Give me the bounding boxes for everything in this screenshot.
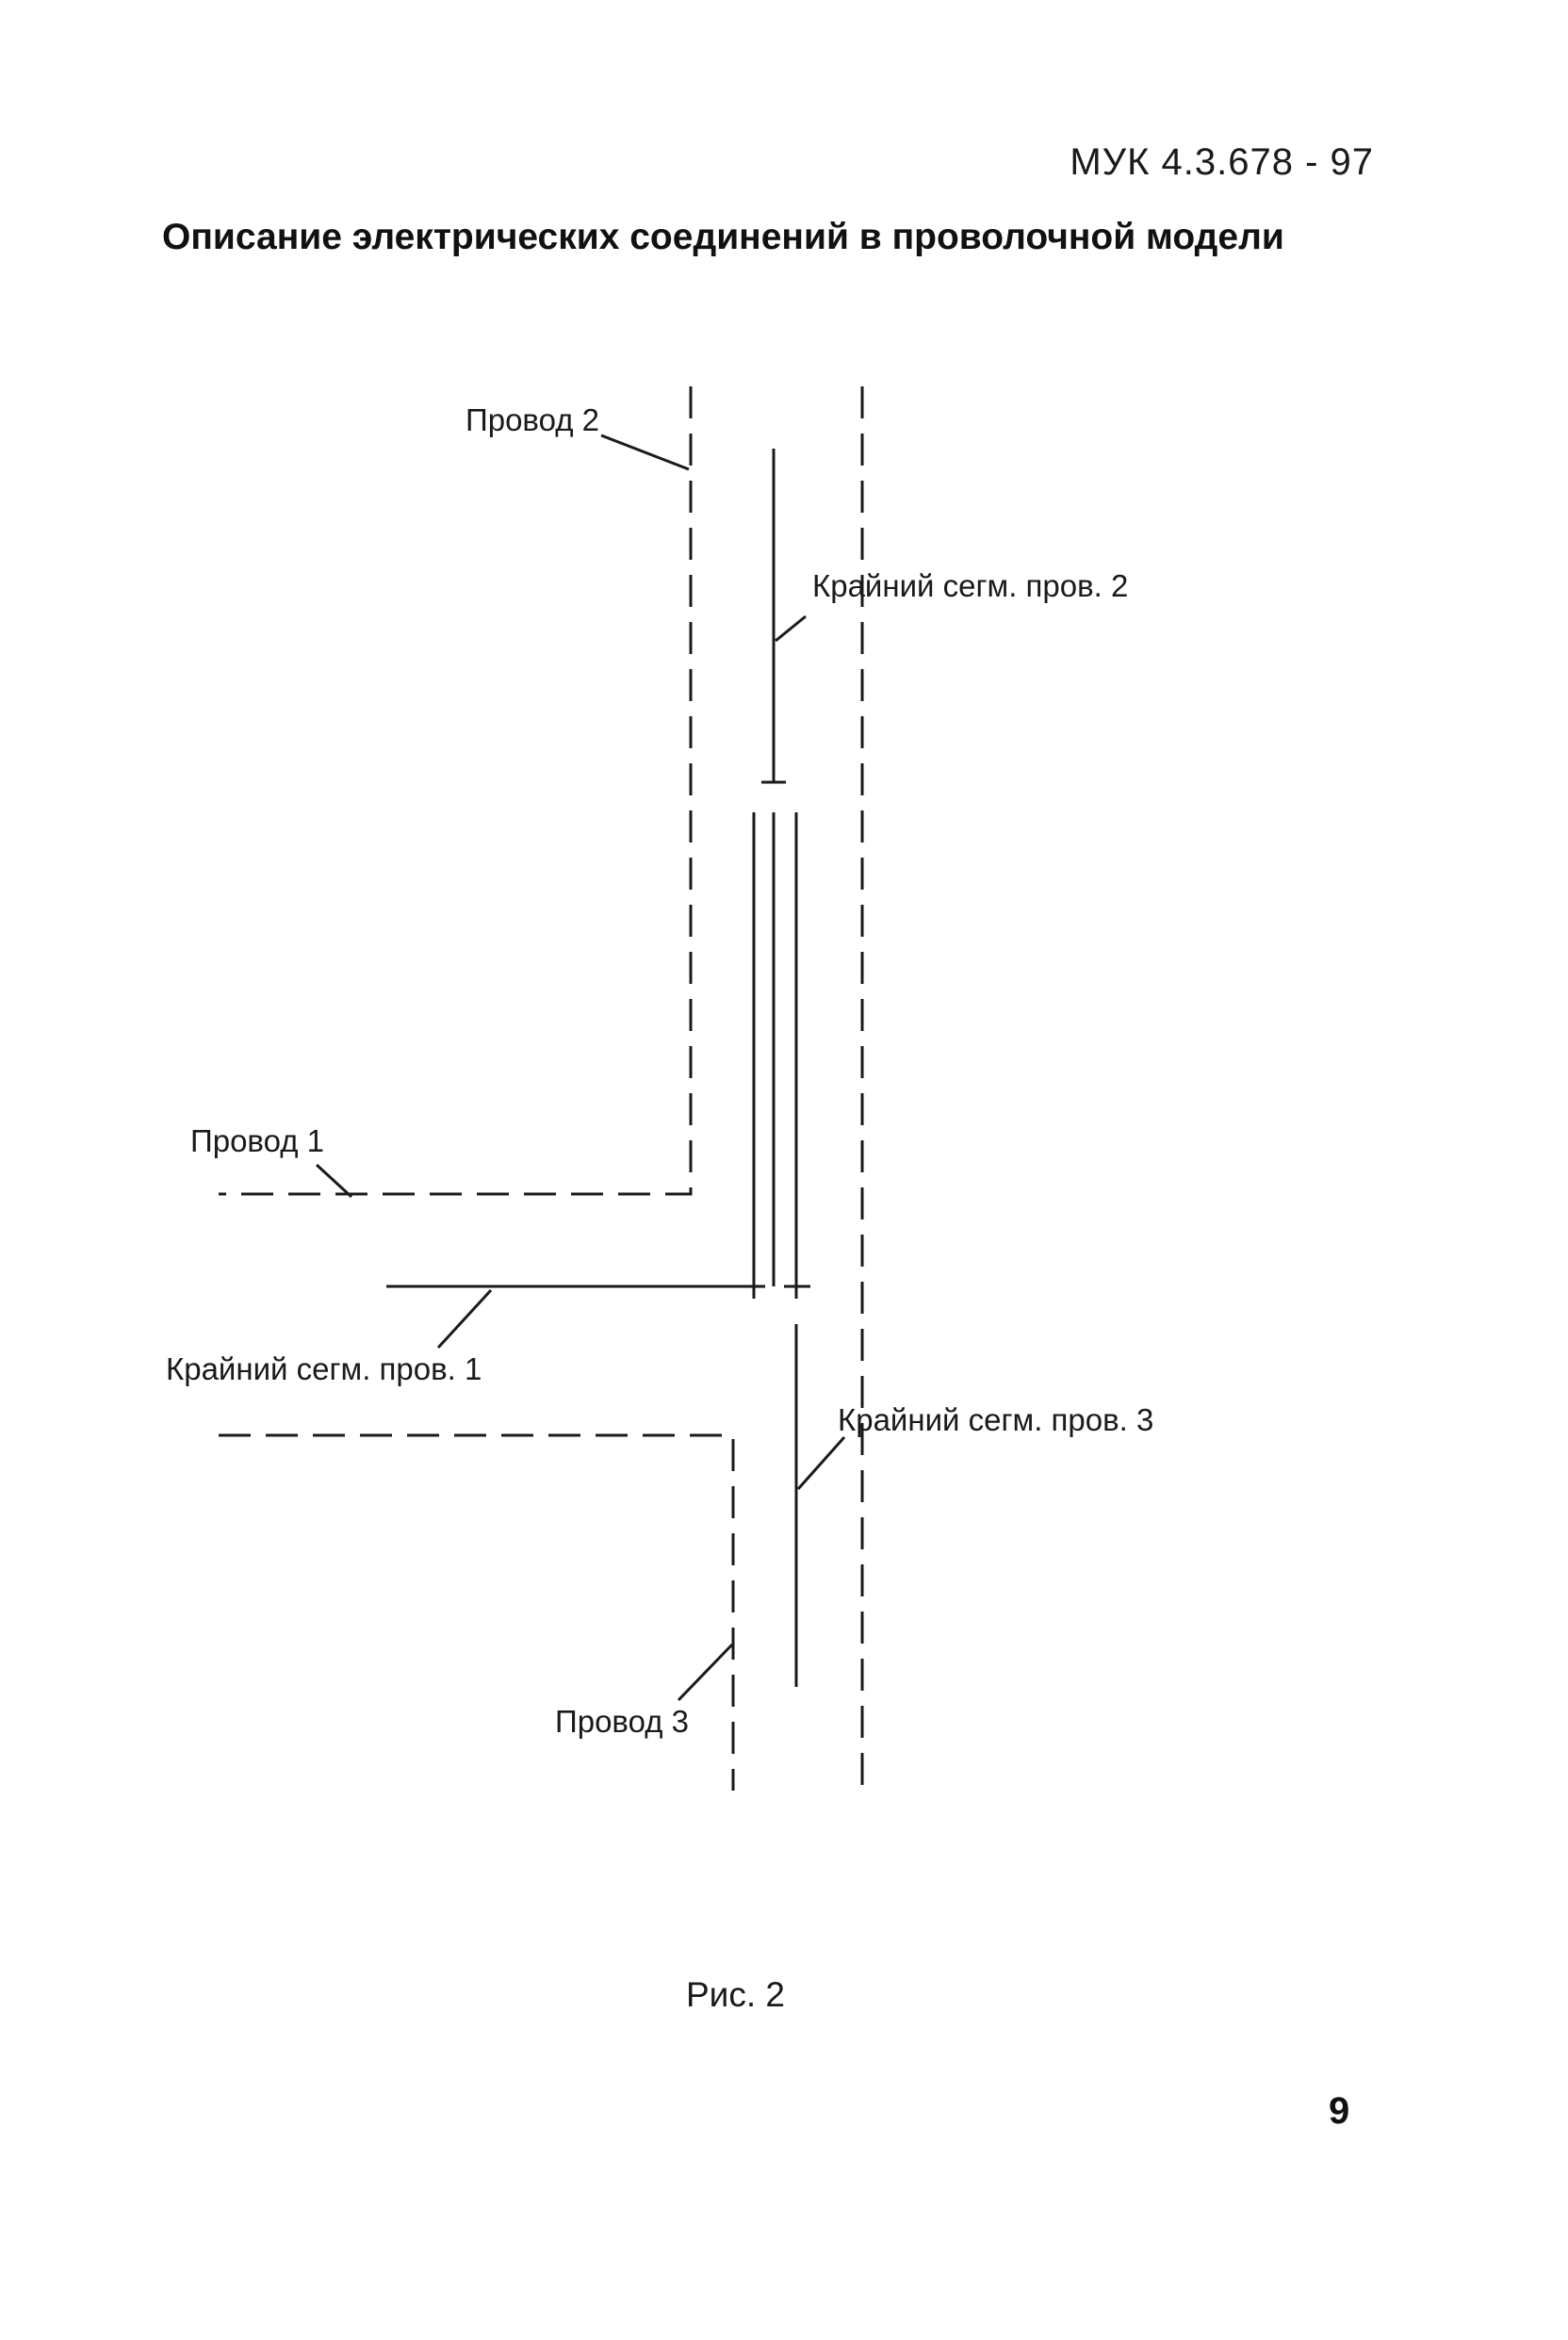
label-edge-segment-wire-2: Крайний сегм. пров. 2	[812, 568, 1128, 603]
page-number: 9	[1329, 2090, 1350, 2132]
leader-wire-3	[677, 1643, 734, 1702]
label-wire-2: Провод 2	[466, 402, 599, 437]
leader-edge-seg-3	[796, 1436, 846, 1490]
document-code: МУК 4.3.678 - 97	[1070, 141, 1374, 183]
leader-wire-2	[600, 434, 690, 471]
label-wire-1: Провод 1	[190, 1123, 324, 1158]
label-edge-segment-wire-3: Крайний сегм. пров. 3	[838, 1402, 1153, 1437]
leader-wire-1	[315, 1163, 353, 1199]
page-title: Описание электрических соединений в пров…	[162, 217, 1284, 257]
wire-3-dashed-outline	[219, 1433, 735, 1791]
leader-edge-seg-2	[775, 614, 807, 643]
label-wire-3: Провод 3	[555, 1704, 689, 1739]
figure-caption: Рис. 2	[686, 1975, 785, 2014]
label-edge-segment-wire-1: Крайний сегм. пров. 1	[166, 1351, 482, 1386]
wire-2-dashed-outline	[219, 386, 693, 1196]
leader-edge-seg-1	[436, 1288, 493, 1350]
